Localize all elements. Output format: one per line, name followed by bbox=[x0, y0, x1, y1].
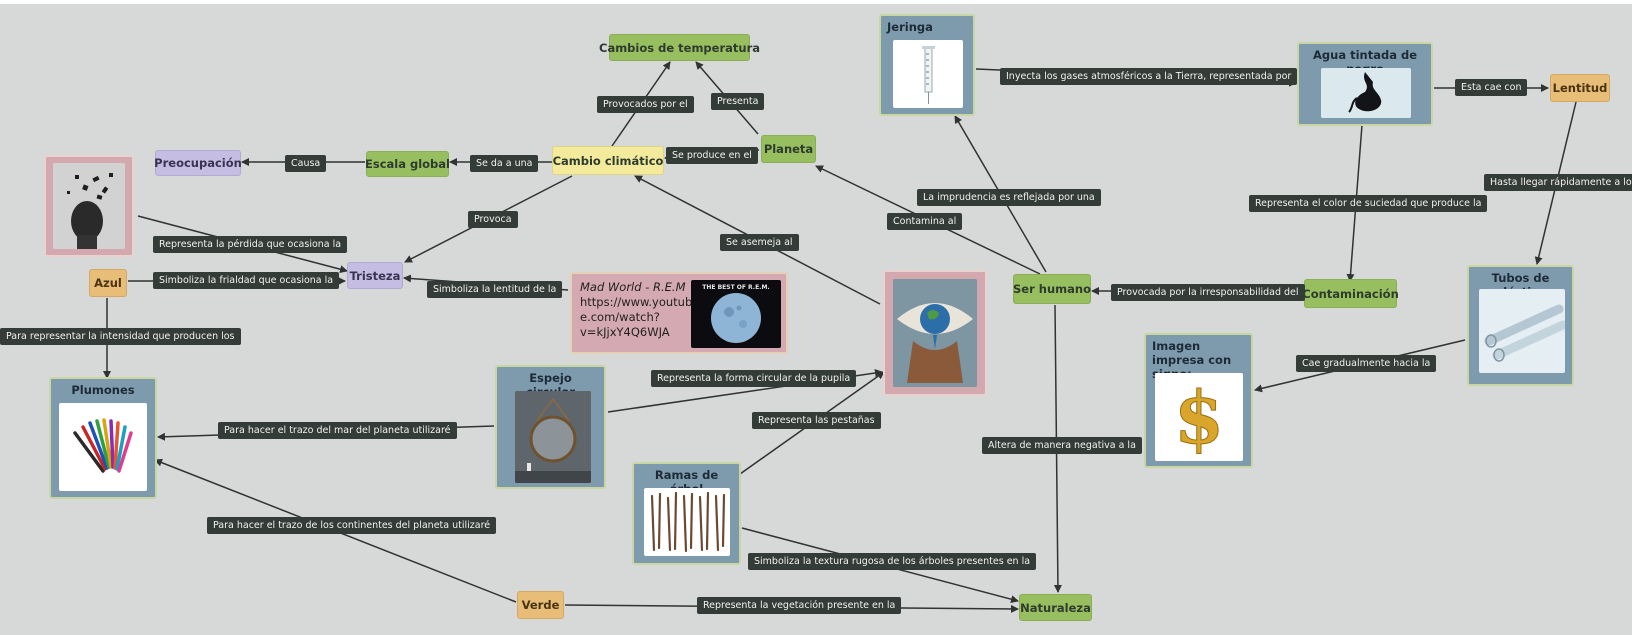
ink-water-icon bbox=[1321, 68, 1411, 118]
mind-map-canvas: Cambios de temperatura Cambio climático … bbox=[0, 4, 1632, 635]
label-altera: Altera de manera negativa a la bbox=[982, 437, 1142, 454]
card-plumones-title: Plumones bbox=[71, 383, 135, 397]
label-para-intensidad: Para representar la intensidad que produ… bbox=[0, 328, 241, 345]
round-mirror-icon bbox=[515, 391, 591, 483]
card-espejo-circular[interactable]: Espejo circular bbox=[495, 365, 606, 489]
plastic-tubes-icon bbox=[1479, 289, 1565, 373]
label-provocados-por-el: Provocados por el bbox=[597, 96, 694, 113]
moon-album-cover-icon[interactable]: THE BEST OF R.E.M. bbox=[691, 280, 781, 348]
card-video-mad-world[interactable]: Mad World - R.E.M https://www.youtub e.c… bbox=[570, 272, 788, 354]
video-text: Mad World - R.E.M https://www.youtub e.c… bbox=[580, 280, 692, 340]
node-tristeza[interactable]: Tristeza bbox=[347, 262, 403, 289]
card-plumones[interactable]: Plumones bbox=[49, 377, 157, 499]
node-azul[interactable]: Azul bbox=[89, 269, 127, 297]
node-preocupacion[interactable]: Preocupación bbox=[154, 150, 242, 176]
label-hasta-llegar: Hasta llegar rápidamente a los bbox=[1484, 174, 1632, 191]
syringe-icon bbox=[893, 40, 963, 108]
card-jeringa-title: Jeringa bbox=[887, 20, 933, 34]
label-textura-rugosa: Simboliza la textura rugosa de los árbol… bbox=[748, 553, 1037, 570]
video-url-line-1[interactable]: https://www.youtub bbox=[580, 295, 693, 309]
node-contaminacion[interactable]: Contaminación bbox=[1302, 279, 1399, 308]
node-planeta[interactable]: Planeta bbox=[761, 135, 816, 163]
card-imagen-impresa[interactable]: Imagen impresa con signo: $ bbox=[1144, 333, 1253, 468]
label-se-asemeja: Se asemeja al bbox=[720, 234, 799, 251]
node-naturaleza[interactable]: Naturaleza bbox=[1019, 594, 1092, 621]
video-thumb-caption: THE BEST OF R.E.M. bbox=[702, 284, 770, 291]
video-url-line-2[interactable]: e.com/watch? bbox=[580, 310, 660, 324]
label-imprudencia: La imprudencia es reflejada por una bbox=[917, 189, 1101, 206]
branches-icon bbox=[644, 488, 730, 556]
node-escala-global[interactable]: Escala global bbox=[365, 151, 450, 177]
card-tubos-plastico[interactable]: Tubos de plástico bbox=[1467, 265, 1574, 386]
label-provocada-por: Provocada por la irresponsabilidad del bbox=[1111, 284, 1305, 301]
markers-icon bbox=[59, 403, 147, 491]
dollar-sign-icon: $ bbox=[1155, 373, 1243, 461]
label-presenta: Presenta bbox=[711, 93, 765, 110]
video-title: Mad World - R.E.M bbox=[580, 280, 686, 294]
card-ramas-arbol[interactable]: Ramas de árbol bbox=[632, 462, 741, 565]
label-representa-perdida: Representa la pérdida que ocasiona la bbox=[153, 236, 348, 253]
card-head-image[interactable] bbox=[44, 155, 134, 257]
node-verde[interactable]: Verde bbox=[517, 591, 564, 619]
node-ser-humano[interactable]: Ser humano bbox=[1013, 274, 1091, 304]
label-representa-color: Representa el color de suciedad que prod… bbox=[1249, 195, 1488, 212]
card-jeringa[interactable]: Jeringa bbox=[879, 14, 975, 116]
label-trazo-mar: Para hacer el trazo del mar del planeta … bbox=[218, 422, 457, 439]
svg-text:$: $ bbox=[1174, 375, 1224, 460]
label-contamina-al: Contamina al bbox=[887, 213, 963, 230]
label-esta-cae: Esta cae con bbox=[1455, 79, 1528, 96]
card-imagen-title: Imagen impresa con signo: bbox=[1152, 339, 1232, 381]
node-cambios-temperatura[interactable]: Cambios de temperatura bbox=[599, 34, 760, 61]
label-forma-pupila: Representa la forma circular de la pupil… bbox=[651, 370, 857, 387]
label-trazo-continentes: Para hacer el trazo de los continentes d… bbox=[207, 517, 497, 534]
label-se-da-a-una: Se da a una bbox=[470, 155, 539, 172]
label-inyecta: Inyecta los gases atmosféricos a la Tier… bbox=[1000, 68, 1298, 85]
label-simboliza-frialdad: Simboliza la frialdad que ocasiona la bbox=[153, 272, 340, 289]
label-se-produce-en-el: Se produce en el bbox=[666, 147, 758, 164]
label-vegetacion: Representa la vegetación presente en la bbox=[697, 597, 902, 614]
video-url-line-3[interactable]: v=kJjxY4Q6WJA bbox=[580, 325, 670, 339]
label-causa: Causa bbox=[285, 155, 327, 172]
node-lentitud[interactable]: Lentitud bbox=[1550, 74, 1610, 102]
node-cambio-climatico[interactable]: Cambio climático bbox=[552, 146, 664, 175]
card-agua-tintada[interactable]: Agua tintada de negro bbox=[1297, 42, 1433, 126]
head-dispersing-icon bbox=[53, 163, 125, 249]
label-cae-gradualmente: Cae gradualmente hacia la bbox=[1296, 355, 1437, 372]
card-eye-earth[interactable] bbox=[883, 270, 987, 396]
label-provoca: Provoca bbox=[468, 211, 518, 228]
eye-earth-icon bbox=[893, 279, 977, 387]
label-pestanas: Representa las pestañas bbox=[752, 412, 881, 429]
label-simboliza-lentitud: Simboliza la lentitud de la bbox=[427, 281, 563, 298]
